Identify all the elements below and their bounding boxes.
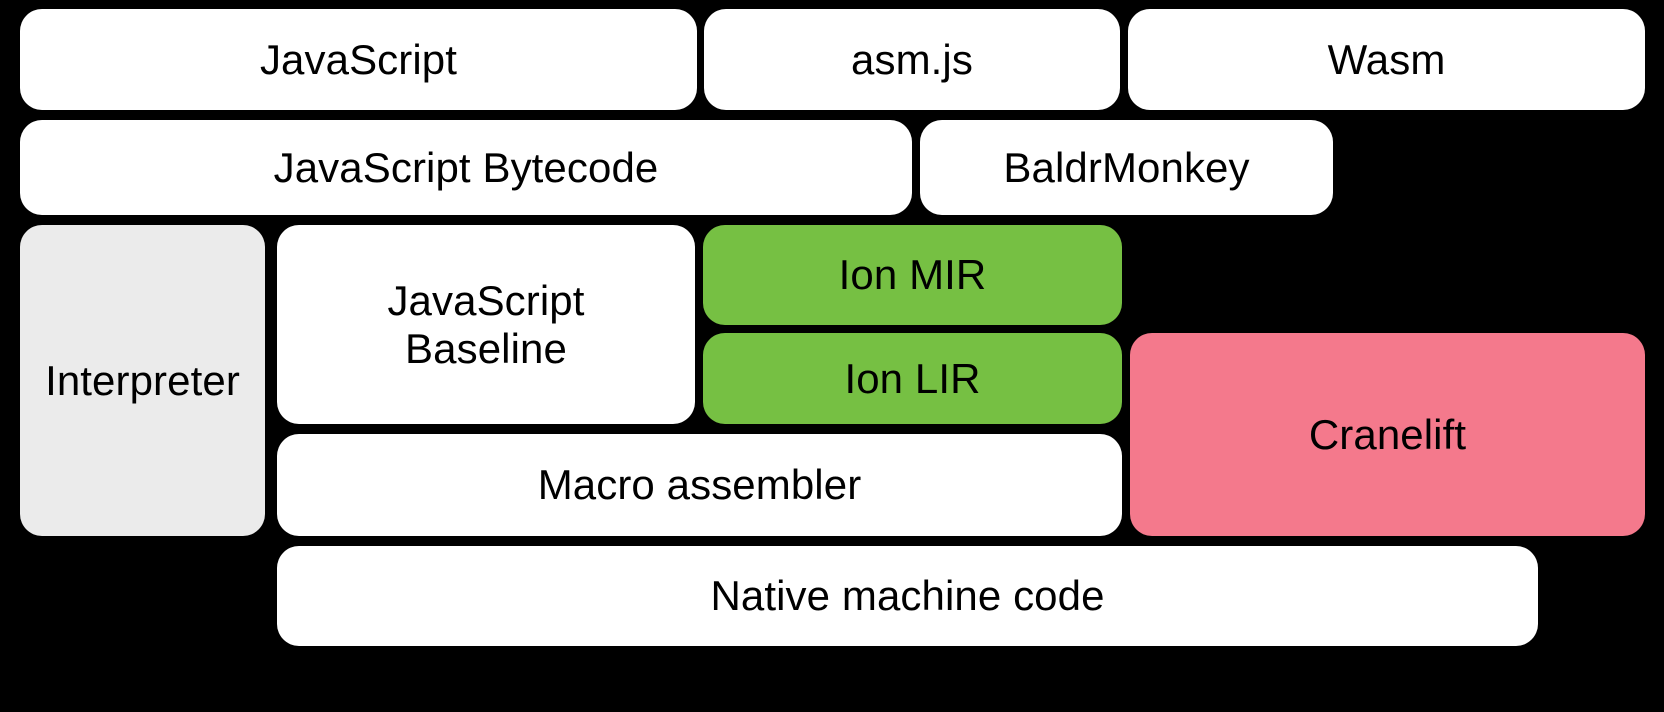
node-macro-assembler[interactable]: Macro assembler	[277, 434, 1122, 536]
node-javascript-baseline[interactable]: JavaScript Baseline	[277, 225, 695, 424]
node-native-machine-code[interactable]: Native machine code	[277, 546, 1538, 646]
node-wasm[interactable]: Wasm	[1128, 9, 1645, 110]
node-javascript-bytecode[interactable]: JavaScript Bytecode	[20, 120, 912, 215]
node-javascript[interactable]: JavaScript	[20, 9, 697, 110]
node-ion-mir[interactable]: Ion MIR	[703, 225, 1122, 325]
node-ion-lir[interactable]: Ion LIR	[703, 333, 1122, 424]
node-asm-js[interactable]: asm.js	[704, 9, 1120, 110]
node-baldrmonkey[interactable]: BaldrMonkey	[920, 120, 1333, 215]
node-cranelift[interactable]: Cranelift	[1130, 333, 1645, 536]
node-interpreter[interactable]: Interpreter	[20, 225, 265, 536]
